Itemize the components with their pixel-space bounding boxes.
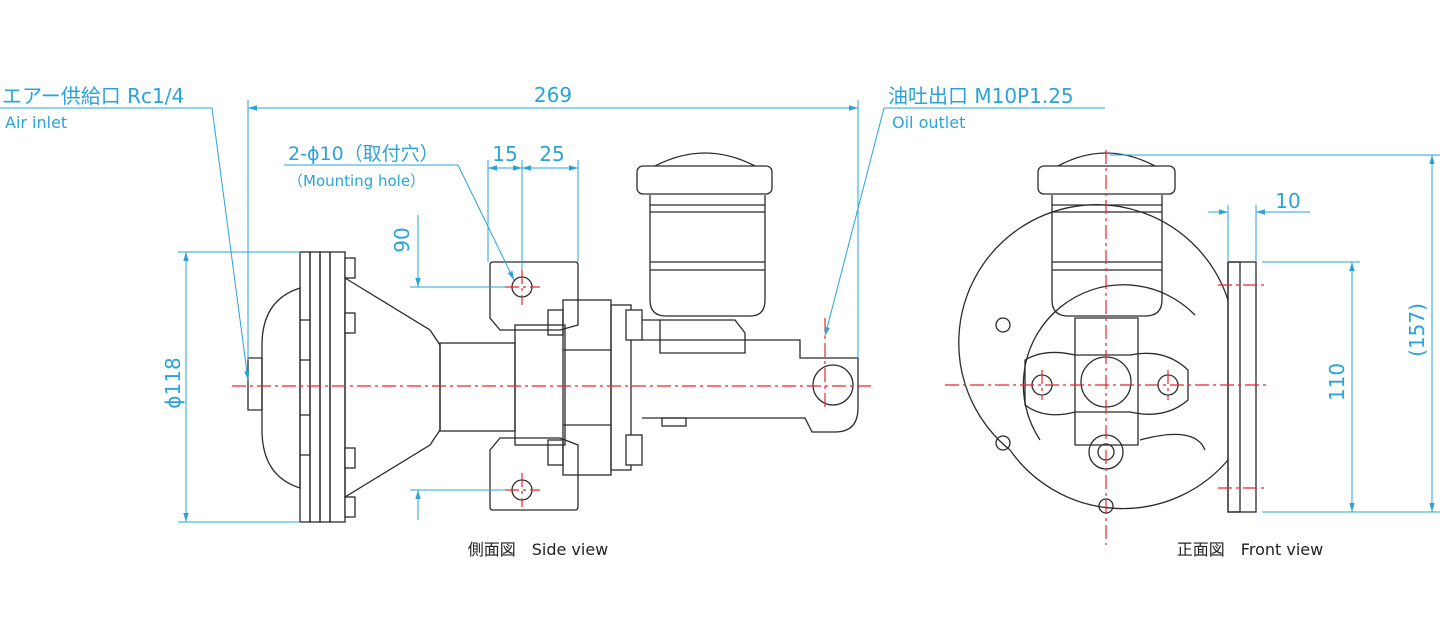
oil-outlet-label: 油吐出口 M10P1.25 [888,84,1074,108]
front-view-caption: 正面図 Front view [1177,540,1323,559]
flange-offset-dim: 25 [539,142,564,166]
side-dimensions [0,100,1105,523]
mounting-hole-label: 2-ϕ10（取付穴） [288,143,439,165]
diaphragm-chamber [247,251,441,523]
hole-pitch-dim: 90 [390,227,414,252]
air-inlet-label: エアー供給口 Rc1/4 [2,84,184,108]
mounting-hole-label-en: （Mounting hole） [288,172,425,190]
front-dimensions [1110,154,1440,513]
side-view [232,152,875,523]
front-body [958,152,1257,514]
air-inlet-label-en: Air inlet [5,113,67,132]
side-view-caption: 側面図 Side view [468,540,609,559]
front-view [945,150,1270,545]
overall-length-dim: 269 [534,83,572,107]
bracket-thickness-dim: 10 [1275,189,1300,213]
diaphragm-dia-dim: ϕ118 [161,357,185,408]
overall-height-dim: (157) [1405,303,1429,357]
oil-outlet-label-en: Oil outlet [892,113,965,132]
master-cylinder [636,152,859,433]
bracket-height-dim: 110 [1325,363,1349,401]
hole-offset-dim: 15 [492,142,517,166]
